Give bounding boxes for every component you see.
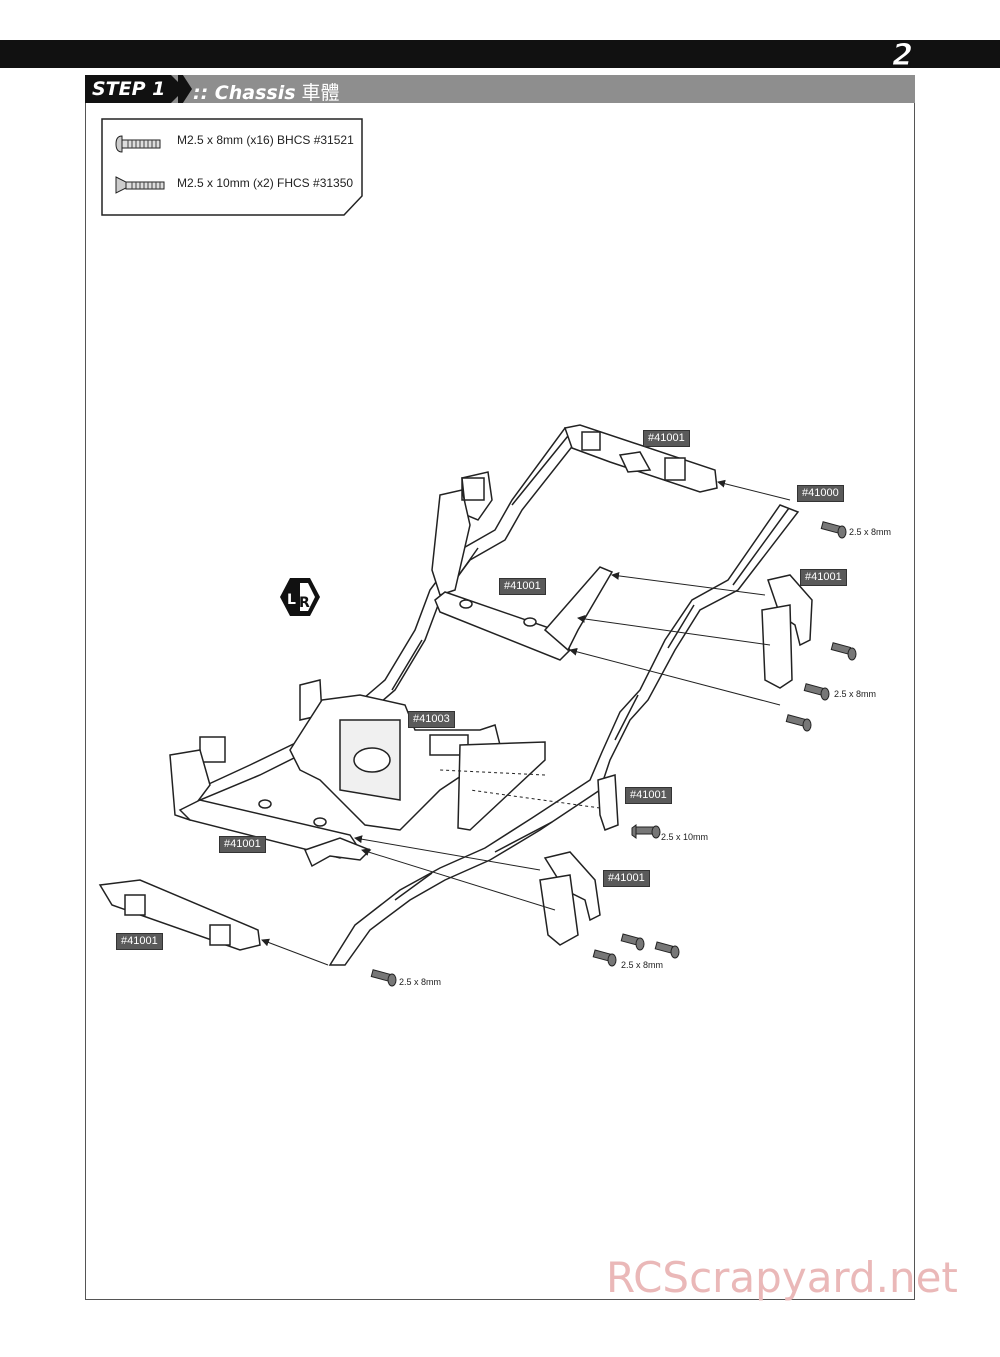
screw-rail-front [820,521,847,539]
button-head-screw-icon [115,135,161,153]
hardware-box-outline [101,118,363,216]
part-label-front-shock-mount: #41001 [603,870,650,887]
skid-plate [289,679,546,831]
page-header-bar [0,40,1000,68]
part-label-frame-rail: #41000 [797,485,844,502]
screw-shock-3 [785,714,812,732]
flat-head-screw-icon [115,176,165,194]
part-label-body-mount: #41001 [625,787,672,804]
rear-right-shock-mount [761,574,813,689]
screw-shock-1 [830,642,857,661]
front-bumper-crossmember [98,879,261,951]
rear-left-shock-tower [431,471,493,596]
svg-text:R: R [299,595,310,611]
screw-front-shock-3 [592,949,617,967]
body-mount-bracket [597,774,619,831]
step-label: STEP 1 [92,78,166,100]
screw-body-mount [631,824,661,839]
page-number: 2 [892,38,914,74]
screw-size-shock-front: 2.5 x 8mm [621,960,664,970]
step-header-bar [85,75,915,103]
part-label-upper-link-mount: #41001 [499,578,546,595]
screw-size-rail-front: 2.5 x 8mm [849,527,892,537]
lr-logo-icon: L R [280,578,320,616]
hardware-item-1: M2.5 x 8mm (x16) BHCS #31521 [177,133,354,147]
svg-text:L: L [287,592,296,608]
step-badge [85,75,185,103]
near-frame-rail [328,504,800,966]
step-title-text: :: Chassis [193,82,296,104]
part-label-right-shock-mount: #41001 [800,569,847,586]
step-title-cjk: 車體 [301,82,340,104]
watermark: RCScrapyard.net [606,1253,958,1302]
part-label-skid-plate: #41003 [408,711,455,728]
hardware-box [101,118,363,216]
part-label-rear-crossmember: #41001 [643,430,690,447]
screw-shock-2 [803,683,830,701]
screw-size-body-mount: 2.5 x 10mm [661,832,709,842]
screw-size-bumper: 2.5 x 8mm [399,977,442,987]
part-label-front-bumper-mount: #41001 [116,933,163,950]
screw-bumper [370,969,397,987]
screw-front-shock-2 [654,941,680,959]
screw-front-shock-1 [620,933,645,951]
front-link-crossmember [178,799,372,868]
rear-crossmember [564,424,718,493]
part-label-front-link-mount: #41001 [219,836,266,853]
screw-size-shock-rear: 2.5 x 8mm [834,689,877,699]
hardware-item-2: M2.5 x 10mm (x2) FHCS #31350 [177,176,354,190]
front-right-shock-mount [539,851,601,946]
assembly-arrows [261,479,791,966]
screws [370,521,857,987]
